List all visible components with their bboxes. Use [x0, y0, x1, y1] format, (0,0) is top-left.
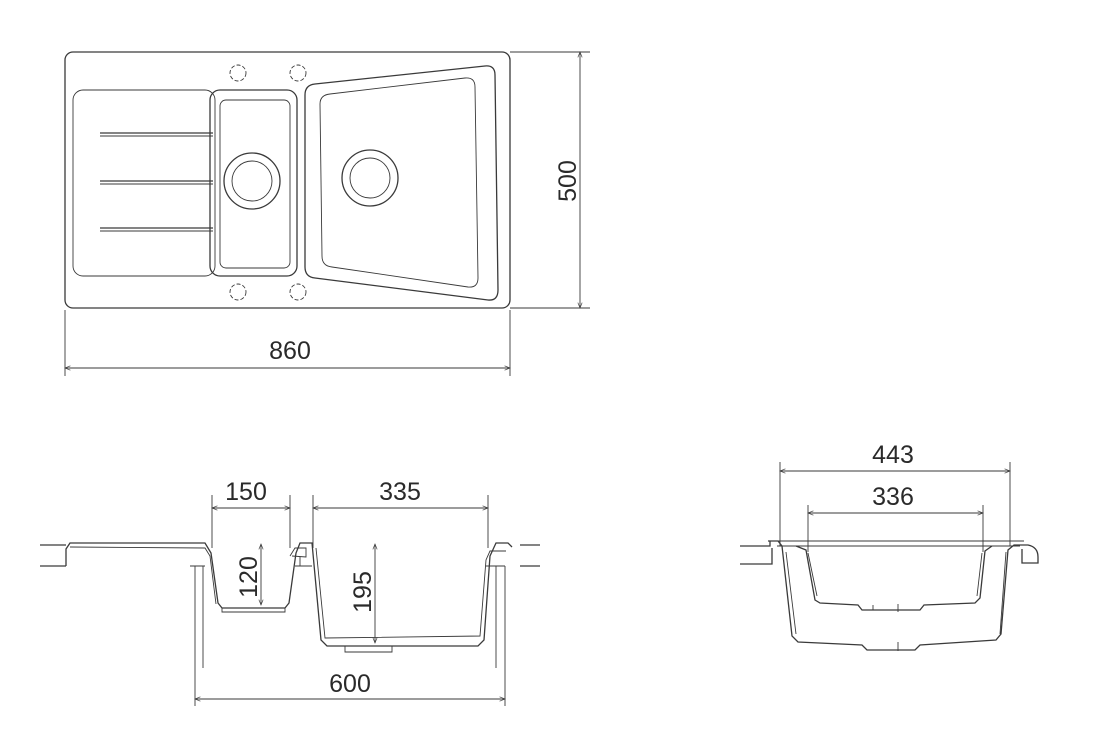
side-section: 443 336 [740, 441, 1039, 651]
side-inner-bowl [795, 545, 993, 611]
tap-holes [229, 64, 307, 301]
countertop-side [740, 541, 773, 565]
side-outer-bowl [768, 540, 1039, 651]
large-bowl [304, 65, 499, 301]
large-bowl-width-label: 335 [379, 478, 421, 506]
countertop [40, 544, 66, 567]
drainer-area [72, 89, 216, 277]
front-outline [65, 542, 513, 647]
top-view: 500 860 [64, 51, 590, 376]
small-bowl-depth-label: 120 [235, 556, 263, 598]
small-bowl-inner [219, 99, 291, 269]
outer-width-label: 443 [872, 441, 914, 469]
large-bowl-inner [319, 77, 479, 288]
depth-label: 500 [554, 160, 582, 202]
width-label: 860 [269, 337, 311, 365]
inner-width-label: 336 [872, 483, 914, 511]
cabinet-width-label: 600 [329, 670, 371, 698]
large-bowl-depth-label: 195 [349, 571, 377, 613]
small-bowl [209, 89, 298, 277]
drainer-grooves [100, 132, 213, 232]
small-bowl-width-label: 150 [225, 478, 267, 506]
sink-outline [64, 51, 511, 309]
front-section: 150 335 120 195 600 [40, 478, 540, 706]
large-drain-icon [341, 149, 399, 207]
small-drain-icon [223, 152, 281, 210]
